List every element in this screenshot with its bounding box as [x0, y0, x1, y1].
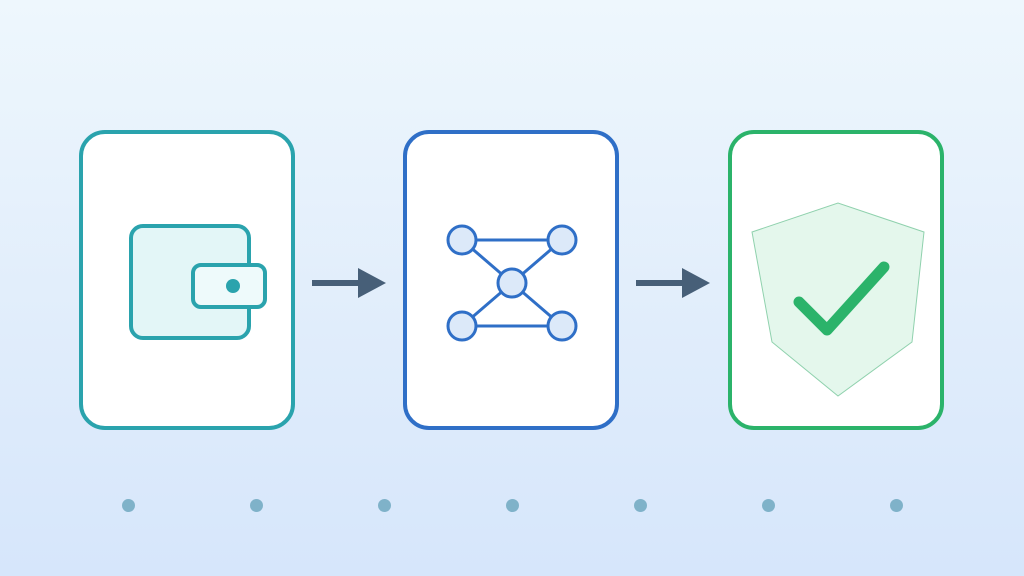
network-icon	[446, 224, 578, 342]
step-card-wallet	[79, 130, 295, 430]
progress-dot	[249, 499, 263, 512]
progress-dot	[377, 499, 391, 512]
step-card-network	[403, 130, 619, 430]
step-card-secure	[728, 130, 944, 430]
progress-dots	[0, 499, 1024, 513]
shield-check-icon	[751, 202, 925, 397]
arrow-right-icon	[312, 268, 386, 298]
progress-dot	[633, 499, 647, 512]
progress-dot	[761, 499, 775, 512]
progress-dot	[121, 499, 135, 512]
arrow-right-icon	[636, 268, 710, 298]
progress-dot	[889, 499, 903, 512]
wallet-icon	[129, 224, 267, 340]
progress-dot	[505, 499, 519, 512]
